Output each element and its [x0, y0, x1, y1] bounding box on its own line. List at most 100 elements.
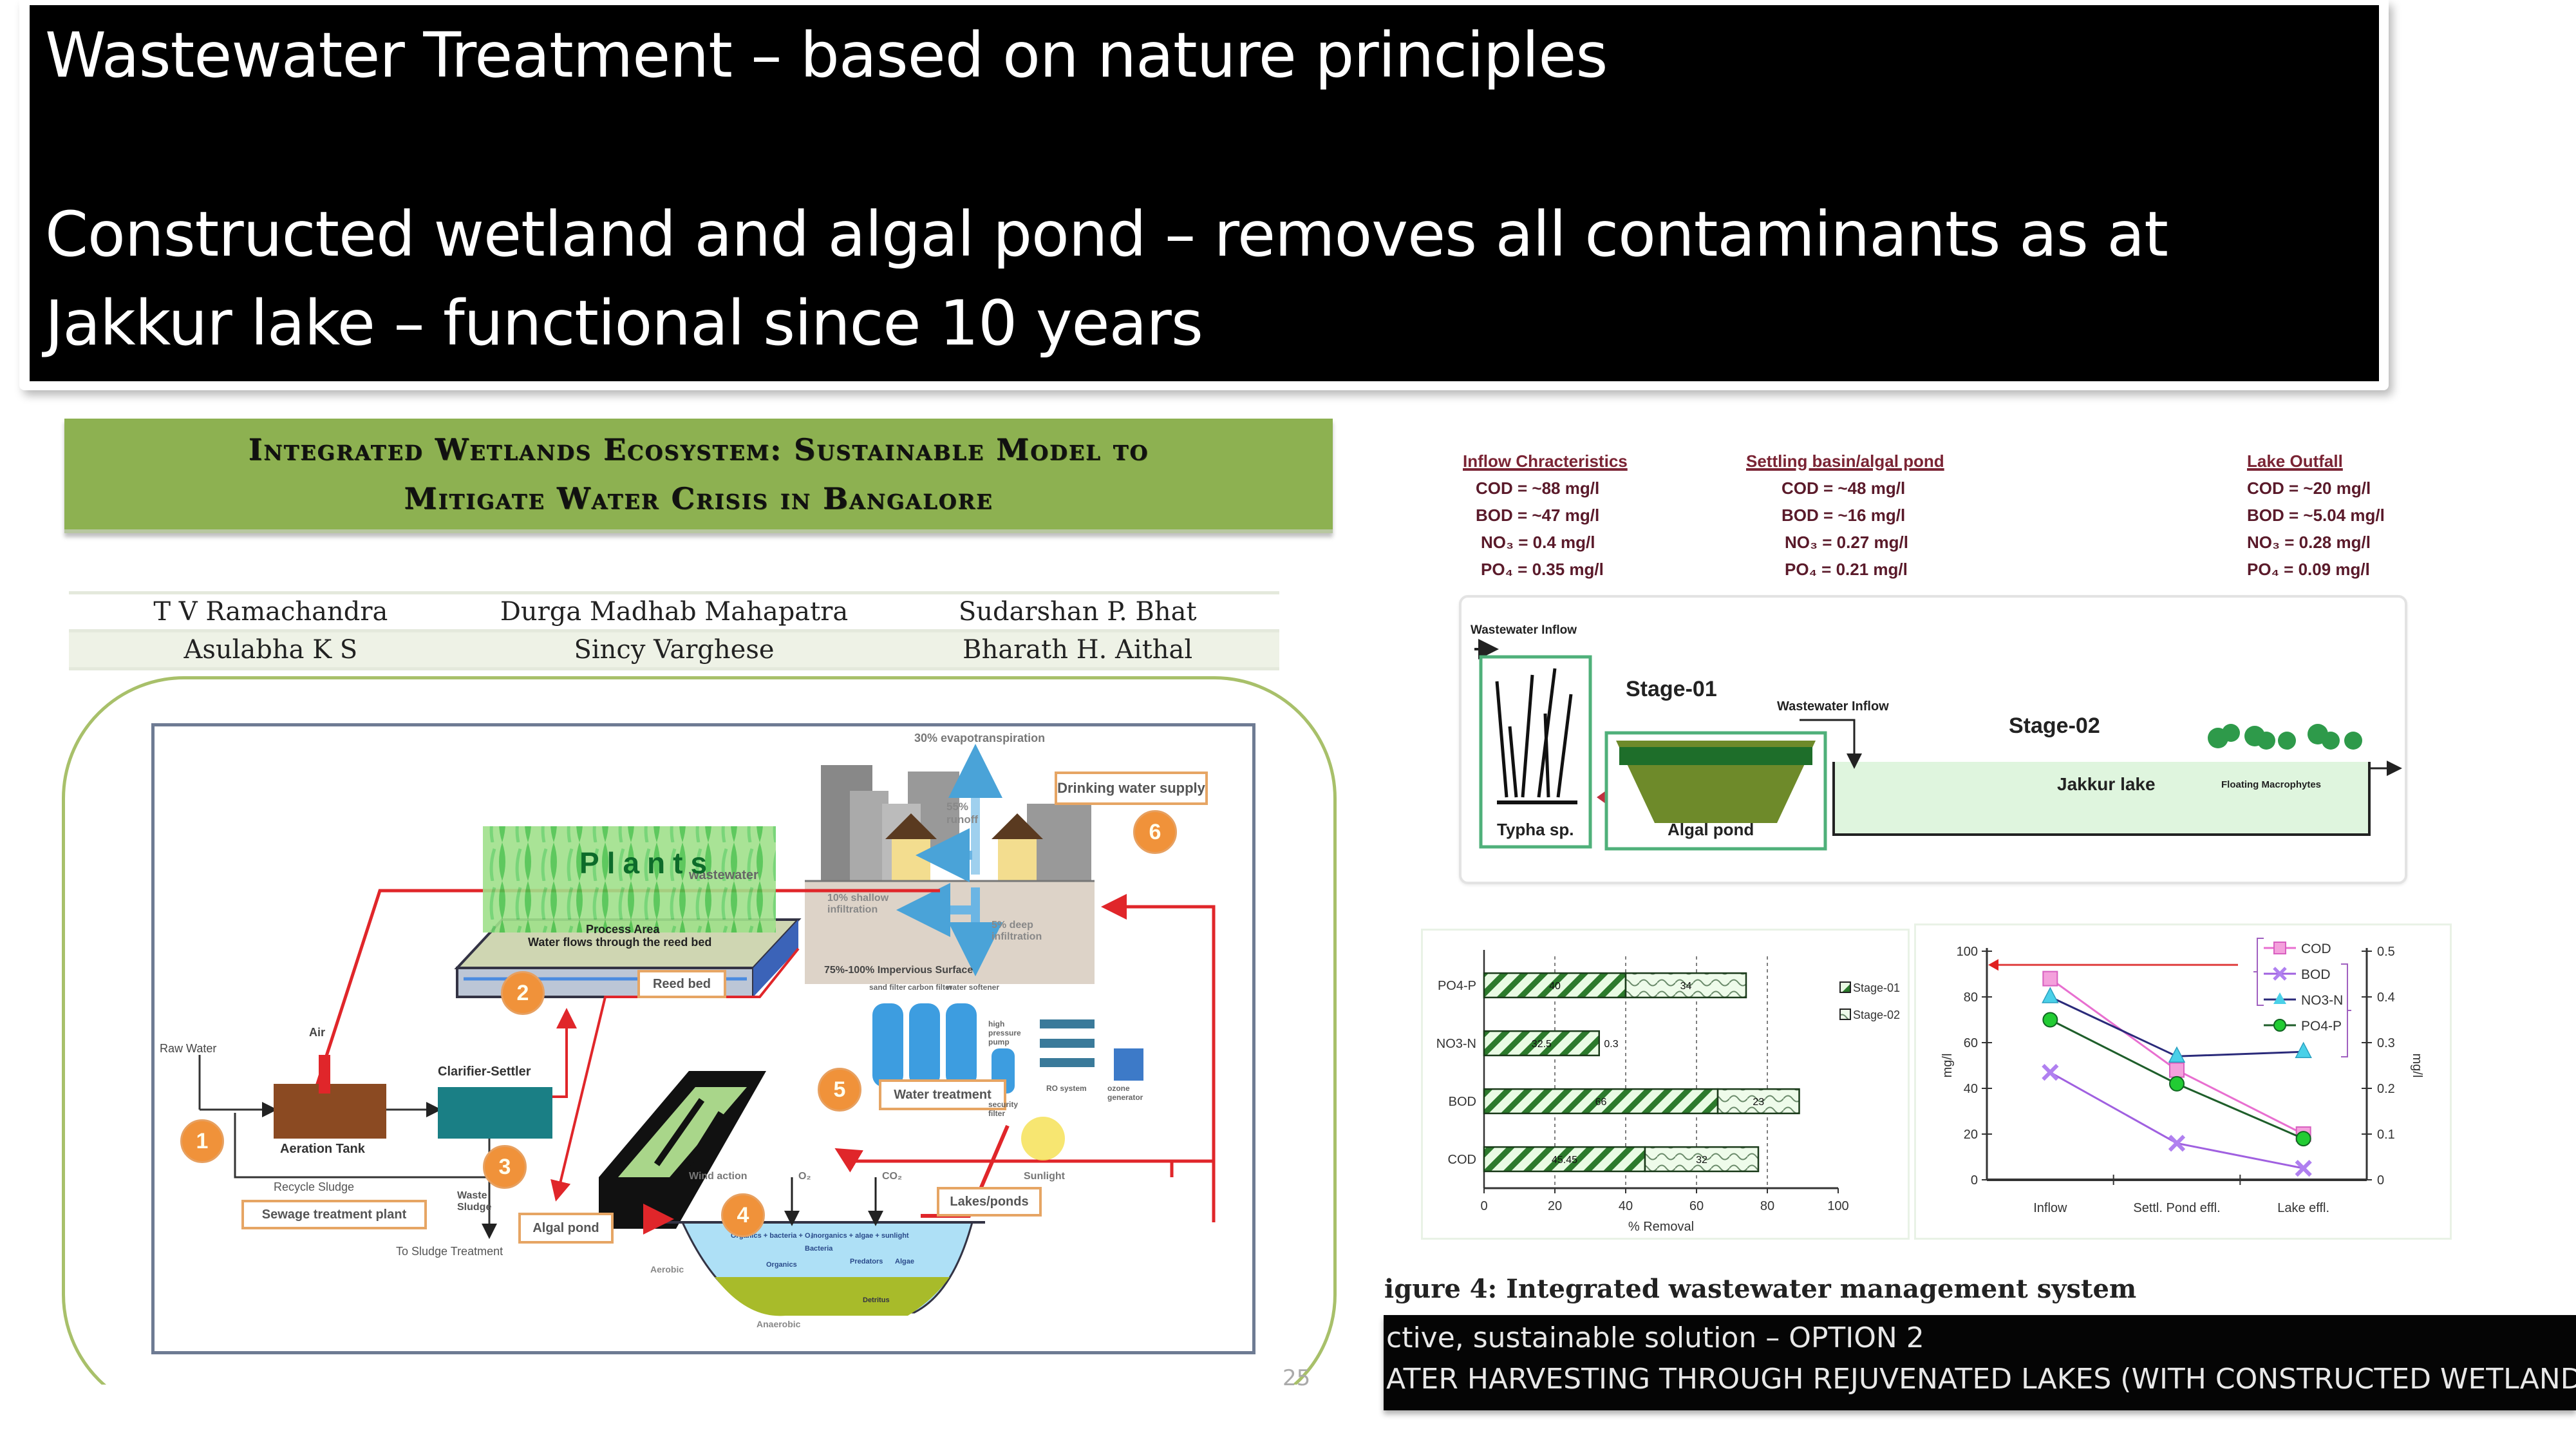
- data-point-po4-p: [2042, 1012, 2058, 1028]
- y-tick-label: 40: [1964, 1082, 1978, 1096]
- data-point-no3-n: [2295, 1041, 2312, 1058]
- paper-title-banner: Integrated Wetlands Ecosystem: Sustainab…: [64, 419, 1333, 533]
- waste-sludge-label: Waste Sludge: [457, 1190, 492, 1213]
- softener-label: water softener: [946, 983, 1000, 992]
- algal-pond-box: Algal pond: [518, 1213, 614, 1244]
- wind-action-label: Wind action: [689, 1171, 747, 1182]
- settling-cod: COD = ~48 mg/l: [1782, 478, 1906, 498]
- x-category-label: Settl. Pond effl.: [2133, 1201, 2220, 1215]
- legend-swatch: [1839, 981, 1851, 993]
- water-treatment-box: Water treatment: [879, 1079, 1006, 1110]
- y2-tick-label: 0.5: [2377, 945, 2395, 959]
- x-category-label: Lake effl.: [2277, 1201, 2329, 1215]
- bottom-banner-line2: ATER HARVESTING THROUGH REJUVENATED LAKE…: [1386, 1363, 2576, 1396]
- lakes-ponds-box: Lakes/ponds: [937, 1187, 1042, 1217]
- header-title: Wastewater Treatment – based on nature p…: [45, 19, 1608, 91]
- x-tick-label: 20: [1548, 1199, 1562, 1213]
- predators-label: Predators: [850, 1258, 883, 1265]
- frame-mask: [39, 1385, 1352, 1449]
- city-illustration: [805, 744, 1095, 984]
- settling-no3: NO₃ = 0.27 mg/l: [1785, 533, 1908, 552]
- lake-illustration: [643, 1117, 1065, 1316]
- inflow-bod: BOD = ~47 mg/l: [1476, 506, 1600, 525]
- authors-row: T V Ramachandra Durga Madhab Mahapatra S…: [69, 591, 1279, 629]
- bottom-banner: ctive, sustainable solution – OPTION 2 A…: [1384, 1315, 2576, 1410]
- typha-label: Typha sp.: [1497, 820, 1574, 839]
- legend-label: NO3-N: [2301, 993, 2343, 1008]
- y-axis-label: mg/l: [1941, 1054, 1955, 1078]
- bar-stage-01: [1483, 1088, 1719, 1115]
- legend-marker: [2273, 992, 2286, 1004]
- data-point-no3-n: [2168, 1046, 2186, 1063]
- y2-tick-label: 0.2: [2377, 1082, 2395, 1096]
- carbon-filter-label: carbon filter: [908, 983, 953, 992]
- data-point-po4-p: [2295, 1131, 2311, 1147]
- bar-stage-01: [1483, 1146, 1646, 1173]
- ozone-label: ozone generator: [1107, 1084, 1143, 1102]
- outfall-title: Lake Outfall: [2247, 451, 2343, 471]
- wastewater-inflow-label-2: Wastewater Inflow: [1777, 699, 1889, 714]
- author: Asulabha K S: [183, 635, 358, 665]
- paper-title-line2: Mitigate Water Crisis in Bangalore: [404, 481, 993, 516]
- bar-stage-02: [1644, 1146, 1760, 1173]
- return-flow: [1082, 1159, 1216, 1222]
- inflow-no3: NO₃ = 0.4 mg/l: [1481, 533, 1595, 552]
- category-label: NO3-N: [1436, 1037, 1476, 1051]
- legend-label: Stage-01: [1853, 981, 1900, 994]
- category-label: COD: [1448, 1153, 1476, 1167]
- x-tick-label: 100: [1827, 1199, 1848, 1213]
- y-tick-label: 60: [1964, 1036, 1978, 1050]
- organics-label: Organics: [766, 1261, 797, 1269]
- x-tick-label: 0: [1480, 1199, 1487, 1213]
- stage-diagram: Wastewater Inflow Stage-01 Wastewater In…: [1459, 595, 2407, 884]
- reed-bed-flow-label: Water flows through the reed bed: [528, 936, 712, 949]
- y-tick-label: 20: [1964, 1128, 1978, 1142]
- figure-caption: igure 4: Integrated wastewater managemen…: [1384, 1274, 2137, 1304]
- inflow-title: Inflow Chracteristics: [1463, 451, 1628, 471]
- y-tick-label: 100: [1957, 945, 1978, 959]
- step-4-badge: 4: [721, 1193, 765, 1237]
- y2-tick-label: 0.4: [2377, 990, 2395, 1005]
- air-label: Air: [309, 1026, 326, 1039]
- outfall-bod: BOD = ~5.04 mg/l: [2247, 506, 2385, 525]
- bar-stage-02: [1624, 972, 1747, 999]
- settling-values: Settling basin/algal pond COD = ~48 mg/l…: [1746, 448, 1944, 583]
- step-2-badge: 2: [501, 971, 545, 1015]
- x-tick-label: 80: [1760, 1199, 1774, 1213]
- step-3-badge: 3: [483, 1145, 527, 1189]
- y2-tick-label: 0: [2377, 1173, 2384, 1188]
- reed-bed-box: Reed bed: [637, 970, 726, 998]
- y2-axis-label: mg/l: [2410, 1054, 2424, 1078]
- y2-tick-label: 0.3: [2377, 1036, 2395, 1050]
- stage-01-label: Stage-01: [1626, 677, 1717, 701]
- legend-label: BOD: [2301, 967, 2331, 982]
- inflow-cod: COD = ~88 mg/l: [1476, 478, 1600, 498]
- x-axis-label: % Removal: [1628, 1220, 1694, 1234]
- bar-value-label: 32: [1696, 1155, 1707, 1166]
- category-label: PO4-P: [1438, 979, 1476, 993]
- anaerobic-label: Anaerobic: [757, 1319, 801, 1329]
- legend-marker: [2273, 942, 2286, 954]
- data-point-po4-p: [2169, 1075, 2185, 1092]
- inflow-values: Inflow Chracteristics COD = ~88 mg/l BOD…: [1463, 448, 1628, 583]
- runoff-label: 55% runoff: [946, 800, 979, 826]
- inflow-po4: PO₄ = 0.35 mg/l: [1481, 560, 1604, 579]
- bar-value-label: 0.3: [1604, 1039, 1618, 1050]
- y-tick-label: 80: [1964, 990, 1978, 1005]
- jakkur-lake-label: Jakkur lake: [2057, 774, 2156, 794]
- detritus-label: Detritus: [863, 1296, 890, 1304]
- y2-tick-label: 0.1: [2377, 1128, 2395, 1142]
- data-point-no3-n: [2042, 987, 2059, 1003]
- bottom-banner-line1: ctive, sustainable solution – OPTION 2: [1386, 1321, 1924, 1354]
- clarifier-settler: [438, 1087, 552, 1139]
- author: Bharath H. Aithal: [963, 635, 1193, 665]
- legend-brace-right: [2341, 963, 2351, 1057]
- security-filter-label: security filter: [988, 1100, 1019, 1118]
- data-point-cod: [2042, 971, 2058, 987]
- header-subtitle-line2: Jakkur lake – functional since 10 years: [45, 287, 1203, 359]
- deep-infiltration-label: 5% deep infiltration: [992, 920, 1042, 942]
- author: Sincy Varghese: [574, 635, 775, 665]
- to-sludge-label: To Sludge Treatment: [396, 1245, 503, 1258]
- authors-table: T V Ramachandra Durga Madhab Mahapatra S…: [69, 591, 1279, 670]
- step-5-badge: 5: [818, 1068, 861, 1112]
